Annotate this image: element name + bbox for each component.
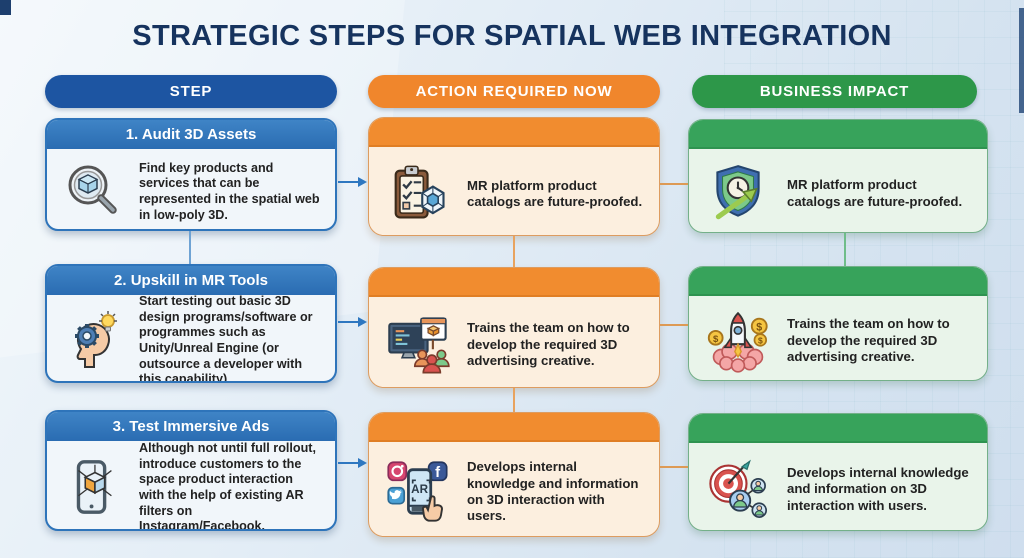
impact-card-1-text: MR platform product catalogs are future-… — [787, 177, 963, 209]
ar-social-apps-hand-icon: f AR — [377, 458, 459, 526]
action-card-2-text: Trains the team on how to develop the re… — [467, 320, 630, 369]
action-card-1-text: MR platform product catalogs are future-… — [467, 177, 643, 209]
action-card-1: MR platform product catalogs are future-… — [368, 117, 660, 236]
impact-card-2: $ $ $ Trains the team on how to develop … — [688, 266, 988, 381]
line-action3-to-impact3 — [660, 466, 688, 468]
corner-accent — [1019, 8, 1024, 113]
svg-text:f: f — [435, 465, 440, 481]
step-card-2-title: 2. Upskill in MR Tools — [47, 266, 335, 295]
svg-text:$: $ — [758, 336, 763, 346]
step-card-1-title: 1. Audit 3D Assets — [47, 120, 335, 149]
arrow-step3-to-action3 — [338, 457, 367, 468]
impact-card-1-header-strip — [689, 120, 987, 149]
line-action1-to-action2 — [513, 236, 515, 267]
brain-rocket-coins-icon: $ $ $ — [697, 307, 779, 375]
step-card-1: 1. Audit 3D Assets Find key products and… — [45, 118, 337, 231]
arrow-step1-to-action1 — [338, 176, 367, 187]
action-card-3: f AR Develops internal knowledge and inf… — [368, 412, 660, 537]
step-card-2: 2. Upskill in MR Tools Start testing out… — [45, 264, 337, 383]
line-action2-to-action3 — [513, 388, 515, 412]
line-action1-to-impact1 — [660, 183, 688, 185]
svg-text:AR: AR — [411, 483, 428, 496]
action-card-2-header-strip — [369, 268, 659, 297]
smartphone-ar-cube-icon — [55, 457, 131, 519]
svg-text:$: $ — [756, 321, 762, 333]
magnifier-3d-cube-icon — [55, 160, 131, 224]
action-card-2: Trains the team on how to develop the re… — [368, 267, 660, 388]
svg-text:$: $ — [713, 334, 719, 345]
column-header-step: STEP — [45, 75, 337, 108]
step-card-3-text: Although not until full rollout, introdu… — [139, 441, 316, 531]
step-card-3-title: 3. Test Immersive Ads — [47, 412, 335, 441]
corner-accent — [0, 0, 11, 15]
shield-clock-growth-icon — [697, 161, 779, 227]
page-title: STRATEGIC STEPS FOR SPATIAL WEB INTEGRAT… — [132, 20, 892, 52]
impact-card-1: MR platform product catalogs are future-… — [688, 119, 988, 233]
monitor-team-training-icon — [377, 311, 459, 379]
line-impact1-to-impact2 — [844, 233, 846, 266]
arrow-step2-to-action2 — [338, 316, 367, 327]
impact-card-2-header-strip — [689, 267, 987, 296]
impact-card-3-header-strip — [689, 414, 987, 443]
action-card-1-header-strip — [369, 118, 659, 147]
clipboard-checklist-cube-icon — [377, 160, 459, 228]
impact-card-2-text: Trains the team on how to develop the re… — [787, 316, 950, 365]
step-card-3: 3. Test Immersive Ads Although not until… — [45, 410, 337, 531]
head-gear-lightbulb-icon — [55, 309, 131, 373]
column-header-impact: BUSINESS IMPACT — [692, 75, 977, 108]
target-user-network-icon — [697, 456, 779, 524]
column-header-action: ACTION REQUIRED NOW — [368, 75, 660, 108]
impact-card-3: Develops internal knowledge and informat… — [688, 413, 988, 531]
line-step1-to-step2 — [189, 231, 191, 264]
line-action2-to-impact2 — [660, 324, 688, 326]
step-card-1-text: Find key products and services that can … — [139, 160, 320, 222]
impact-card-3-text: Develops internal knowledge and informat… — [787, 464, 969, 513]
action-card-3-text: Develops internal knowledge and informat… — [467, 459, 639, 524]
step-card-2-text: Start testing out basic 3D design progra… — [139, 294, 313, 383]
action-card-3-header-strip — [369, 413, 659, 442]
